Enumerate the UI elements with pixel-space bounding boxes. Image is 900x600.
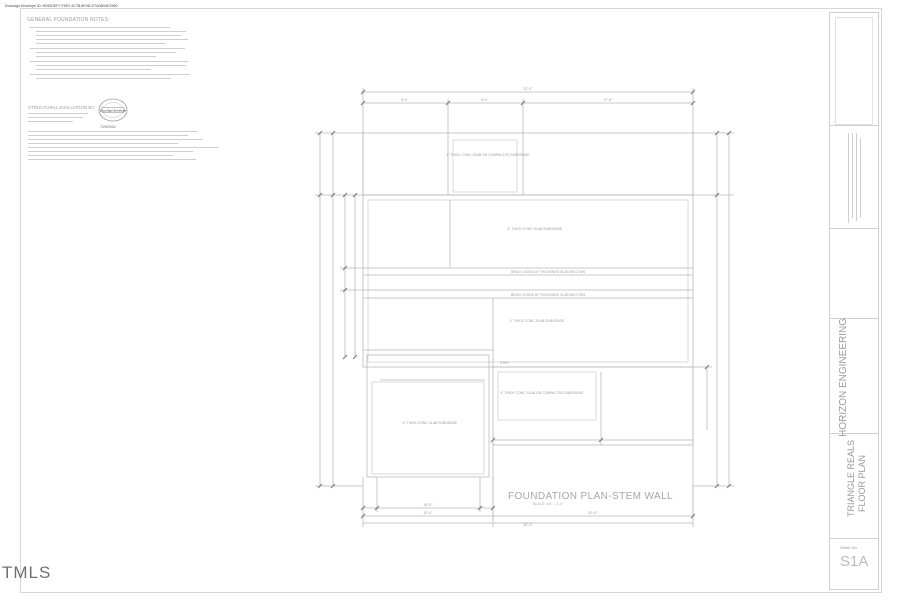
dim-top-mid: 6'-0" bbox=[481, 98, 489, 102]
label-brick-ledge-1: BRICK LEDGE AT THICKENED SLAB SECTION bbox=[511, 270, 585, 274]
engineer-seal-icon: DocuSign Envelope bbox=[98, 98, 128, 122]
sheet-border bbox=[20, 8, 882, 593]
label-slab-top: 4" THICK CONC SLAB ON COMPACTED SUBGRADE bbox=[446, 153, 530, 157]
dim-top-left: 8'-0" bbox=[401, 98, 409, 102]
engineering-notes bbox=[28, 130, 228, 170]
certification-title: STRUCTURAL EVALUATION BY: bbox=[28, 105, 96, 110]
title-block bbox=[829, 12, 879, 590]
sheet-number: S1A bbox=[840, 553, 869, 570]
title-block-notes bbox=[848, 133, 864, 223]
label-slab-lower: 4" THICK CONC SLAB SUBGRADE bbox=[510, 319, 565, 323]
dim-bottom-left: 16'-0" bbox=[423, 503, 433, 507]
notes-title: GENERAL FOUNDATION NOTES: bbox=[27, 17, 110, 23]
label-slab-mid: 4" THICK CONC SLAB SUBGRADE bbox=[508, 227, 563, 231]
dim-bottom-left2: 10'-0" bbox=[423, 511, 433, 515]
dim-top-right: 17'-8" bbox=[603, 98, 613, 102]
plan-title: FOUNDATION PLAN-STEM WALL bbox=[508, 491, 673, 502]
notes-body bbox=[30, 25, 200, 90]
label-slab-right-lower: 4" THICK CONC SLAB ON COMPACTED SUBGRADE bbox=[500, 391, 584, 395]
seal-date: 7/25/2024 bbox=[100, 125, 116, 129]
sheet-title: FLOOR PLAN bbox=[857, 455, 867, 513]
seal-text: DocuSign Envelope bbox=[100, 108, 127, 112]
project-name: TRIANGLE REALS bbox=[846, 440, 856, 518]
sheet-no-label: Sheet No. bbox=[840, 545, 858, 550]
label-brick-ledge-2: BRICK LEDGE AT THICKENED SLAB SECTION bbox=[511, 293, 585, 297]
certification-body bbox=[28, 112, 98, 124]
dim-bottom-right: 20'-0" bbox=[588, 511, 598, 515]
label-slab-left-lower: 4" THICK CONC SLAB SUBGRADE bbox=[403, 421, 458, 425]
plan-scale: SCALE: 1/4" = 1'-0" bbox=[532, 502, 564, 506]
dim-top-overall: 32'-0" bbox=[523, 87, 533, 91]
firm-name: HORIZON ENGINEERING bbox=[838, 318, 849, 437]
docusign-envelope-id: Docusign Envelope ID: 9D92DEF7-F5F2-4C7B… bbox=[5, 4, 118, 8]
dim-bottom-overall: 32'-0" bbox=[523, 523, 533, 527]
title-block-logo-area bbox=[835, 17, 873, 125]
tmls-watermark: TMLS bbox=[2, 563, 52, 582]
label-step: STEP bbox=[500, 361, 510, 365]
